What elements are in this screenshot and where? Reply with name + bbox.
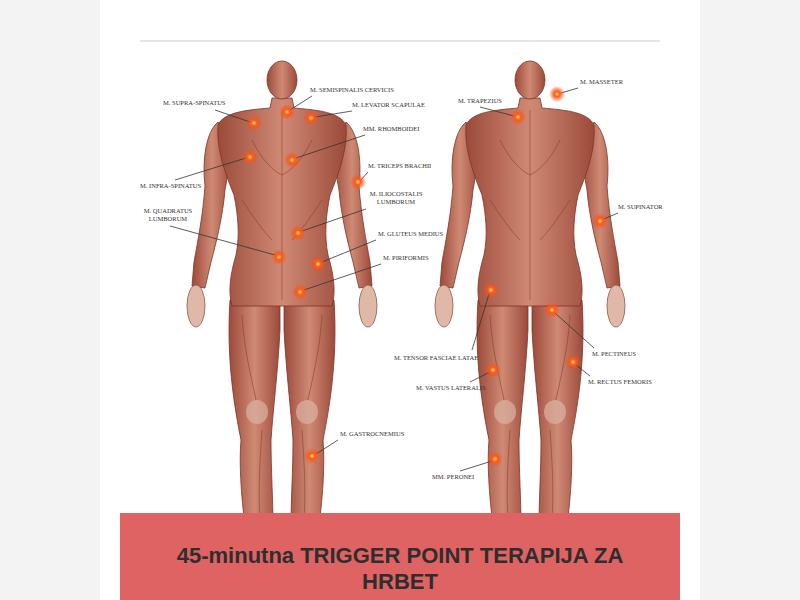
- muscle-label: M. SUPRA-SPINATUS: [163, 99, 226, 107]
- muscle-label: M. INFRA-SPINATUS: [140, 182, 201, 190]
- muscle-label: MM. RHOMBOIDEI: [363, 125, 419, 133]
- title-band: 45-minutna TRIGGER POINT TERAPIJA ZA HRB…: [120, 513, 680, 600]
- muscle-label: M. TENSOR FASCIAE LATAE: [394, 354, 478, 362]
- muscle-label: M. VASTUS LATERALIS: [416, 384, 486, 392]
- muscle-label: M. GASTROCNEMIUS: [340, 430, 404, 438]
- muscle-label: M. TRICEPS BRACHII: [368, 162, 431, 170]
- muscle-label: M. PIRIFORMIS: [383, 254, 429, 262]
- muscle-label: M. MASSETER: [580, 78, 623, 86]
- muscle-label: M. PECTINEUS: [592, 350, 636, 358]
- muscle-label: M. QUADRATUS LUMBORUM: [140, 207, 196, 223]
- muscle-label: M. SEMISPINALIS CERVICIS: [310, 86, 394, 94]
- muscle-label: M. RECTUS FEMORIS: [588, 378, 652, 386]
- muscle-label: M. GLUTEUS MEDIUS: [378, 230, 443, 238]
- muscle-label: M. SUPINATOR: [618, 203, 663, 211]
- muscle-label: M. ILIOCOSTALIS LUMBORUM: [368, 190, 424, 206]
- muscle-label: M. LEVATOR SCAPULAE: [352, 101, 425, 109]
- muscle-label: MM. PERONEI: [432, 473, 474, 481]
- muscle-label: M. TRAPEZIUS: [458, 97, 502, 105]
- band-heading: 45-minutna TRIGGER POINT TERAPIJA ZA HRB…: [150, 543, 650, 595]
